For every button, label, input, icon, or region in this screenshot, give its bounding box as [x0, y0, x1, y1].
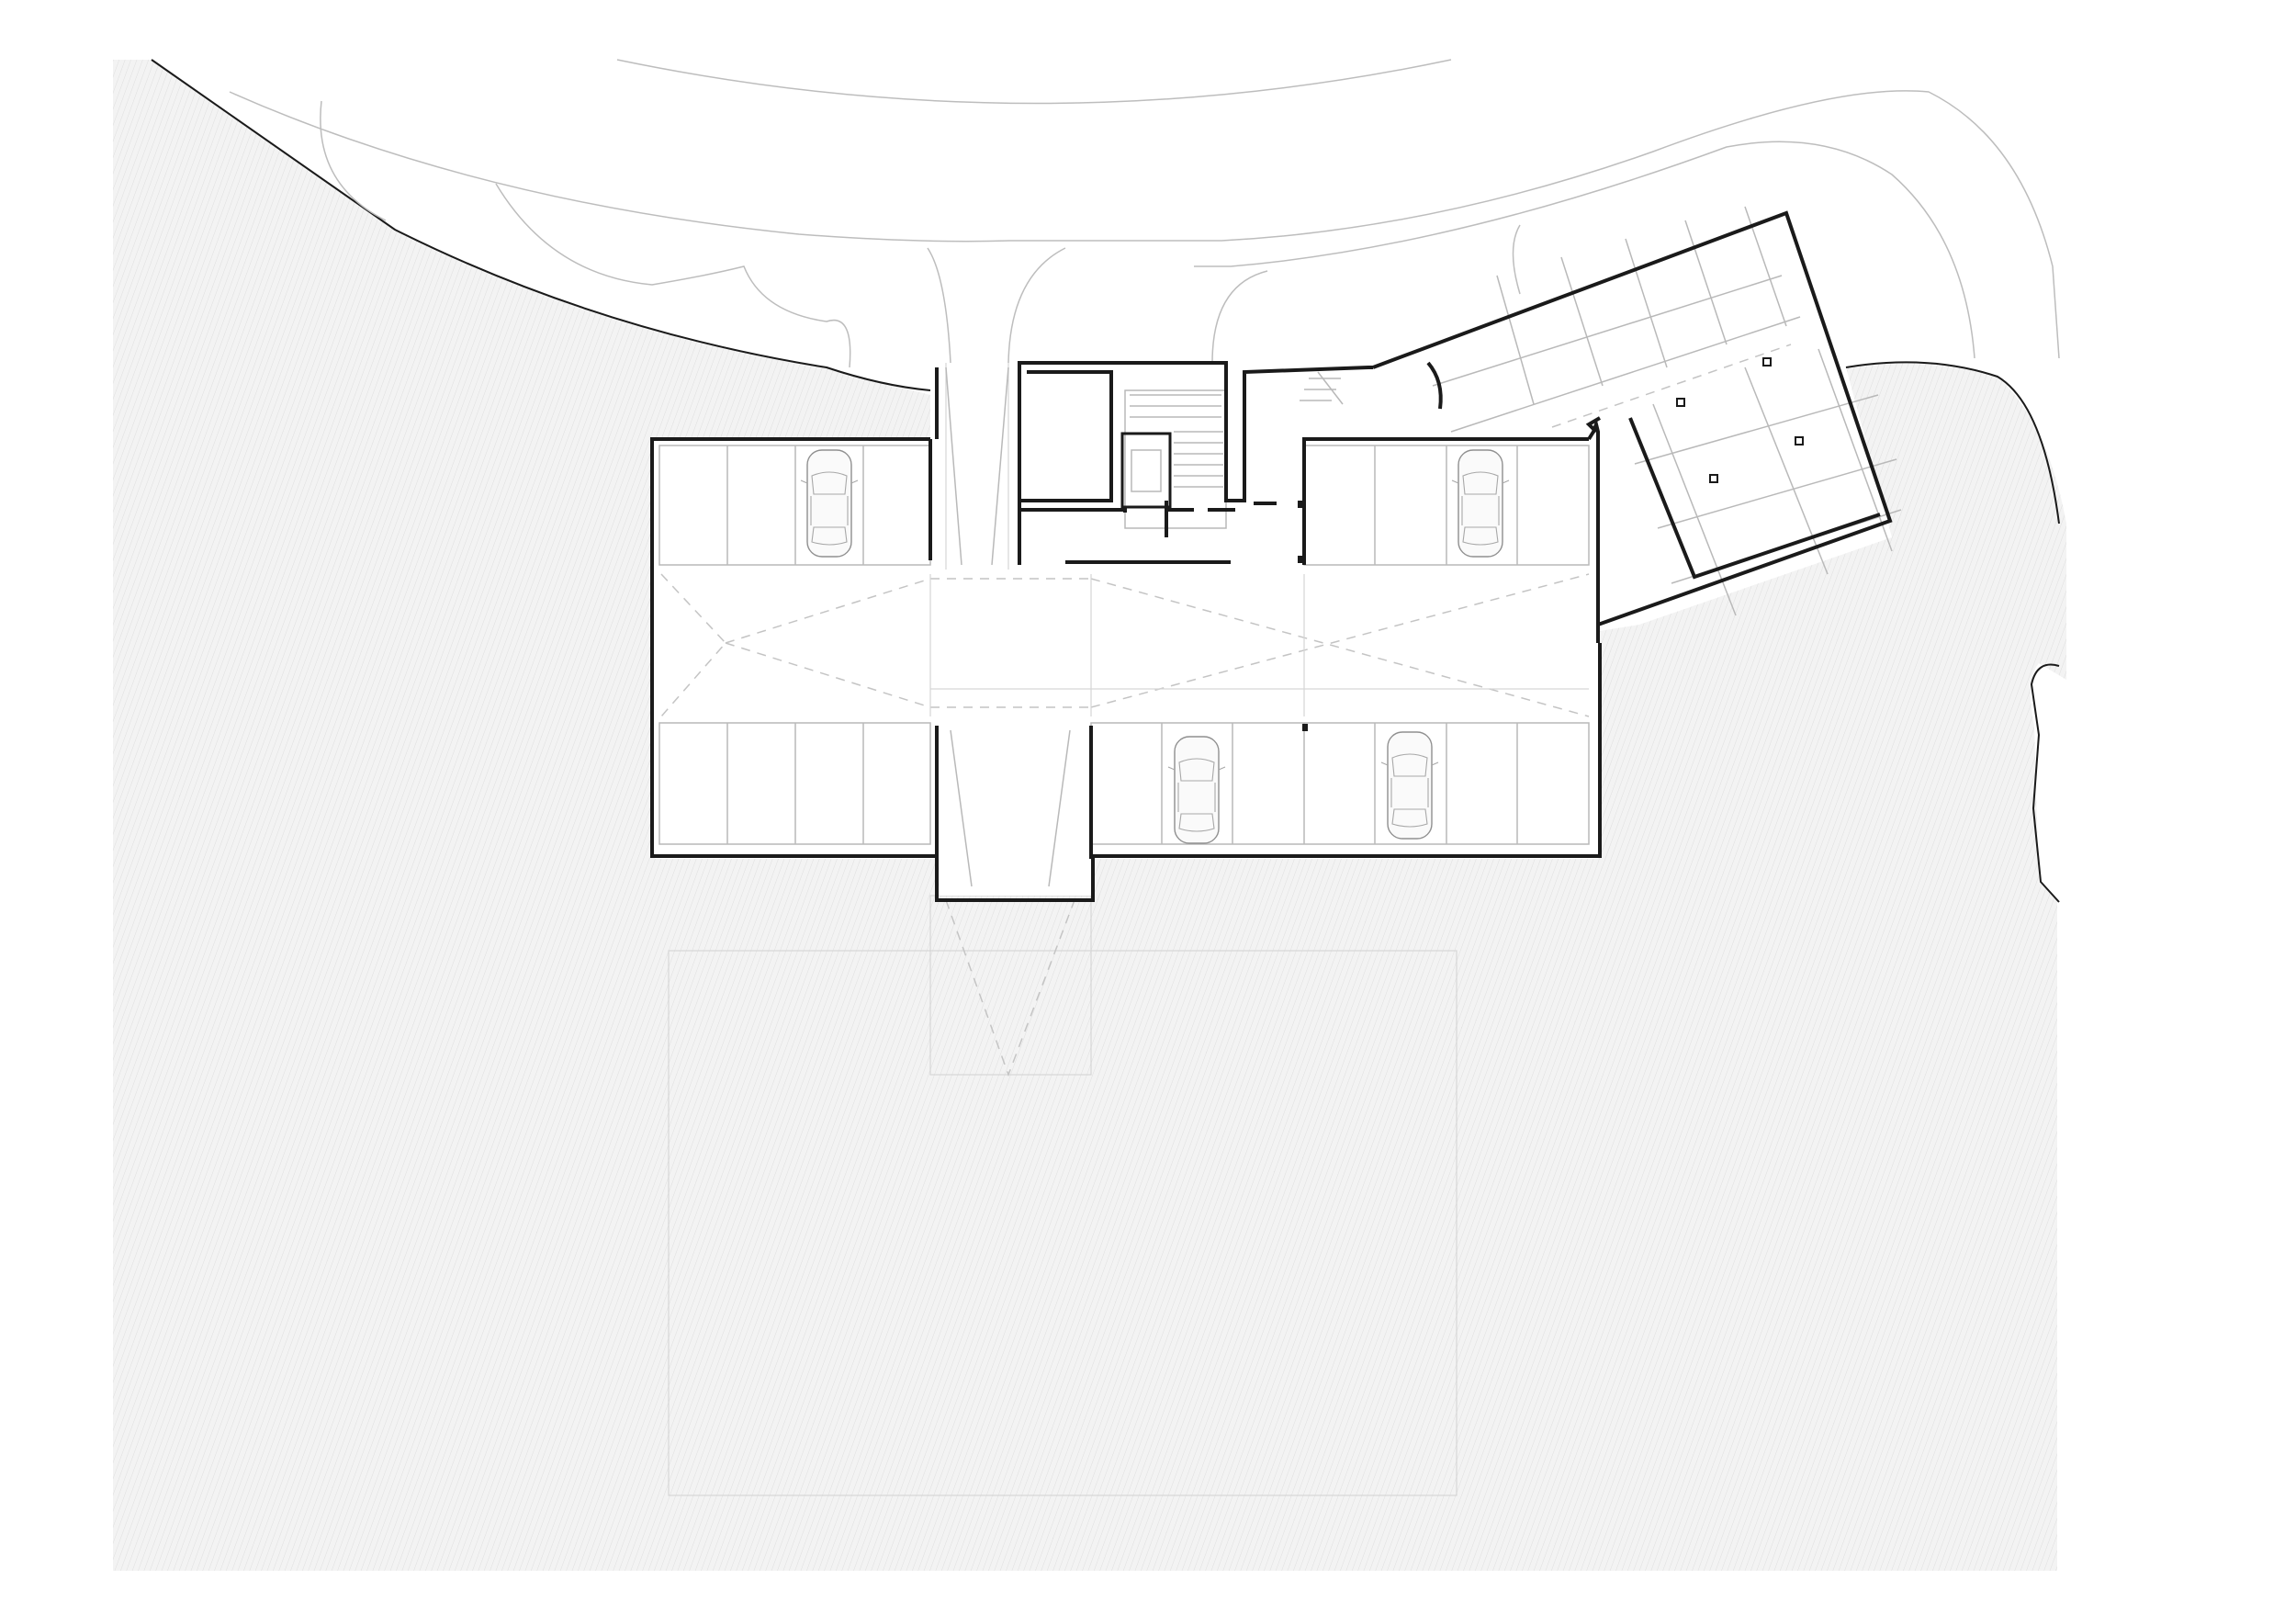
building-floor — [652, 323, 1598, 896]
road-curve-inner — [1194, 141, 1975, 359]
drive-north-right — [1007, 247, 1066, 364]
elevator-shaft — [1120, 432, 1172, 509]
terrain-north-edge — [151, 59, 931, 391]
landscape-west-path — [320, 100, 851, 368]
road-curve-middle — [229, 90, 2060, 359]
annex-road-edge — [1512, 224, 1521, 295]
terrain-west — [113, 60, 2066, 1571]
drive-north-left — [927, 247, 951, 364]
building-walls — [650, 210, 1893, 902]
parked-car-north-right — [1451, 449, 1510, 558]
parked-car-south-mid — [1167, 736, 1226, 844]
drive-aisle-markings — [660, 573, 1590, 717]
terrain-east-rock — [2030, 663, 2060, 903]
small-stair-annex — [1300, 371, 1344, 405]
road-curve-outer — [616, 59, 1452, 105]
ramp-south-inner — [950, 729, 1071, 887]
ramp-north — [945, 363, 1009, 570]
ramp-dash-south — [945, 899, 1075, 1077]
parking-south-left — [658, 722, 931, 845]
annex-columns — [1676, 357, 1804, 483]
terrain-east-edge — [1845, 361, 2060, 524]
drive-north-east — [1211, 270, 1268, 364]
parked-car-north-left — [800, 449, 859, 558]
parked-car-south-right — [1380, 731, 1439, 840]
south-terrace-outline — [668, 950, 1458, 1496]
annex-dashed-line — [1551, 344, 1792, 428]
annex-floor — [1373, 211, 1885, 617]
